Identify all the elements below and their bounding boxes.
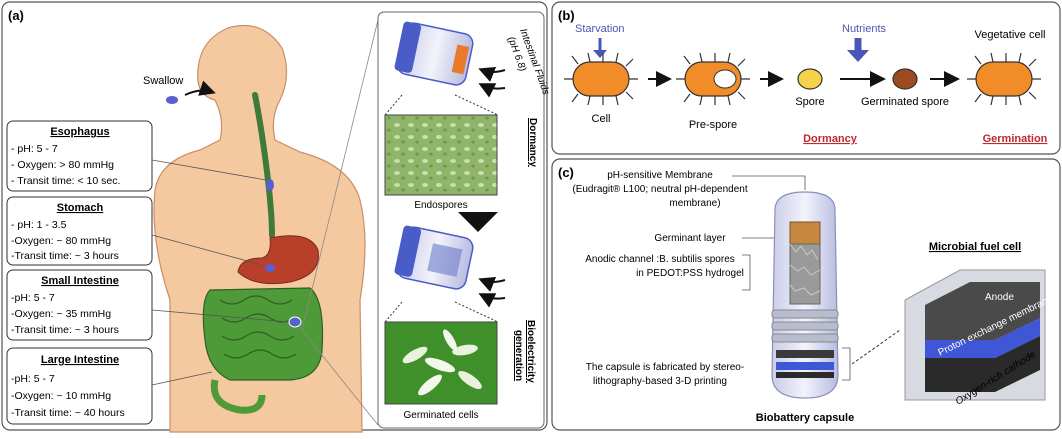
small-intestine-info-box: Small Intestine -pH: 5 - 7 -Oxygen: ~ 35… <box>6 269 153 341</box>
spore-shape <box>797 68 823 90</box>
intestine-organ <box>202 287 324 381</box>
large-intestine-ph: -pH: 5 - 7 <box>11 373 55 385</box>
panel-a-label: (a) <box>8 8 24 23</box>
zoom-dots-left-2 <box>384 301 403 323</box>
anodic-channel-label-1: Anodic channel :B. subtilis spores <box>585 254 735 265</box>
anodic-channel-label-2: in PEDOT:PSS hydrogel <box>636 268 744 279</box>
esophagus-info-box: Esophagus - pH: 5 - 7 - Oxygen: > 80 mmH… <box>6 120 153 192</box>
panel-a: (a) Swallow Esophagus - pH: 5 - 7 - Oxyg… <box>1 1 551 433</box>
anode-label: Anode <box>985 292 1014 303</box>
large-intestine-title: Large Intestine <box>41 354 119 366</box>
germinated-spore-label: Germinated spore <box>861 96 949 108</box>
panel-b-label: (b) <box>558 8 575 23</box>
panel-b-border <box>551 1 1061 155</box>
bioelectricity-label-2: generation <box>513 330 524 381</box>
endospore-micrograph <box>384 114 498 196</box>
esophagus-transit: - Transit time: < 10 sec. <box>11 175 120 187</box>
small-intestine-title: Small Intestine <box>41 275 119 287</box>
spore-label: Spore <box>795 96 824 108</box>
germination-label: Germination <box>983 133 1048 145</box>
dormancy-vertical-label: Dormancy <box>527 118 538 167</box>
dormancy-label: Dormancy <box>803 133 858 145</box>
cell-label: Cell <box>592 113 611 125</box>
bacterium-vegetative <box>967 52 1041 106</box>
capsule-stomach-icon <box>265 264 275 272</box>
germinated-micrograph <box>384 321 498 405</box>
fluid-arrow-2 <box>478 83 506 98</box>
small-intestine-transit: -Transit time: ~ 3 hours <box>11 324 119 336</box>
panel-c: (c) pH-sensitive Membrane (Eudragit® L10… <box>551 158 1061 431</box>
membrane-label-1: pH-sensitive Membrane <box>607 170 713 181</box>
nutrients-label: Nutrients <box>842 23 887 35</box>
esophagus-ph: - pH: 5 - 7 <box>11 143 58 155</box>
fluid-arrow-4 <box>478 293 506 308</box>
down-arrow <box>458 212 498 232</box>
membrane-label-3: membrane) <box>669 198 720 209</box>
small-intestine-leader <box>151 309 289 323</box>
esophagus-oxygen: - Oxygen: > 80 mmHg <box>11 159 114 171</box>
bacterium-prespore <box>676 52 750 106</box>
germinant-layer-label: Germinant layer <box>654 233 726 244</box>
vegetative-cell-label: Vegetative cell <box>975 29 1046 41</box>
zoom-line-bottom <box>301 329 379 426</box>
fluid-arrow-1 <box>478 67 506 82</box>
germinated-spore-shape <box>892 68 918 90</box>
starvation-arrowhead <box>593 50 607 58</box>
large-intestine-transit: -Transit time: ~ 40 hours <box>11 407 125 419</box>
capsule-dormant <box>394 21 474 86</box>
stomach-transit: -Transit time: ~ 3 hours <box>11 250 119 262</box>
panel-c-border <box>551 158 1061 431</box>
small-intestine-ph: -pH: 5 - 7 <box>11 292 55 304</box>
stomach-info-box: Stomach - pH: 1 - 3.5 -Oxygen: ~ 80 mmHg… <box>6 196 153 266</box>
capsule-intestine-icon <box>288 316 302 328</box>
biobattery-capsule-device <box>771 191 839 399</box>
stomach-oxygen: -Oxygen: ~ 80 mmHg <box>11 235 111 247</box>
mfc-title: Microbial fuel cell <box>929 241 1021 253</box>
small-intestine-oxygen: -Oxygen: ~ 35 mmHg <box>11 308 111 320</box>
endospores-label: Endospores <box>414 200 467 211</box>
panel-c-label: (c) <box>558 165 574 180</box>
microbial-fuel-cell-diagram <box>904 269 1046 401</box>
mfc-pointer <box>851 329 901 365</box>
biobattery-capsule-label: Biobattery capsule <box>756 412 854 424</box>
zoom-line-top <box>301 19 379 331</box>
capsule-esophagus-icon <box>266 179 274 191</box>
esophagus-title: Esophagus <box>50 126 109 138</box>
bioelectricity-label-1: Bioelectricity <box>525 320 536 383</box>
mfc-bracket <box>842 347 851 381</box>
membrane-leader <box>732 175 806 190</box>
prespore-label: Pre-spore <box>689 119 737 131</box>
bacterium-cell <box>564 52 638 106</box>
large-intestine-oxygen: -Oxygen: ~ 10 mmHg <box>11 390 111 402</box>
large-intestine-tail <box>210 379 266 414</box>
swallow-label: Swallow <box>143 75 183 87</box>
human-body-illustration <box>153 24 366 433</box>
large-intestine-info-box: Large Intestine -pH: 5 - 7 -Oxygen: ~ 10… <box>6 347 153 425</box>
zoom-dots-left-1 <box>384 94 403 116</box>
nutrients-arrowhead <box>847 50 869 62</box>
swallowed-capsule-icon <box>166 96 178 104</box>
fabricated-label-1: The capsule is fabricated by stereo- <box>586 362 744 373</box>
capsule-germinated <box>394 225 474 290</box>
fabricated-label-2: lithography-based 3-D printing <box>593 376 727 387</box>
large-intestine-leader <box>151 371 213 386</box>
stomach-leader <box>151 234 263 266</box>
panel-b: (b) Starvation Cell Pre-spore Spore Nutr… <box>551 1 1061 155</box>
membrane-label-2: (Eudragit® L100; neutral pH-dependent <box>572 184 747 195</box>
swallow-arrow <box>184 80 216 96</box>
fluid-arrow-3 <box>478 277 506 292</box>
starvation-label: Starvation <box>575 23 625 35</box>
intestine-folds <box>219 295 297 359</box>
stomach-title: Stomach <box>57 202 104 214</box>
stomach-organ <box>237 235 319 285</box>
anodic-bracket <box>742 254 751 291</box>
stomach-ph: - pH: 1 - 3.5 <box>11 219 67 231</box>
esophagus-leader <box>151 159 267 181</box>
germinated-cells-label: Germinated cells <box>403 410 478 421</box>
